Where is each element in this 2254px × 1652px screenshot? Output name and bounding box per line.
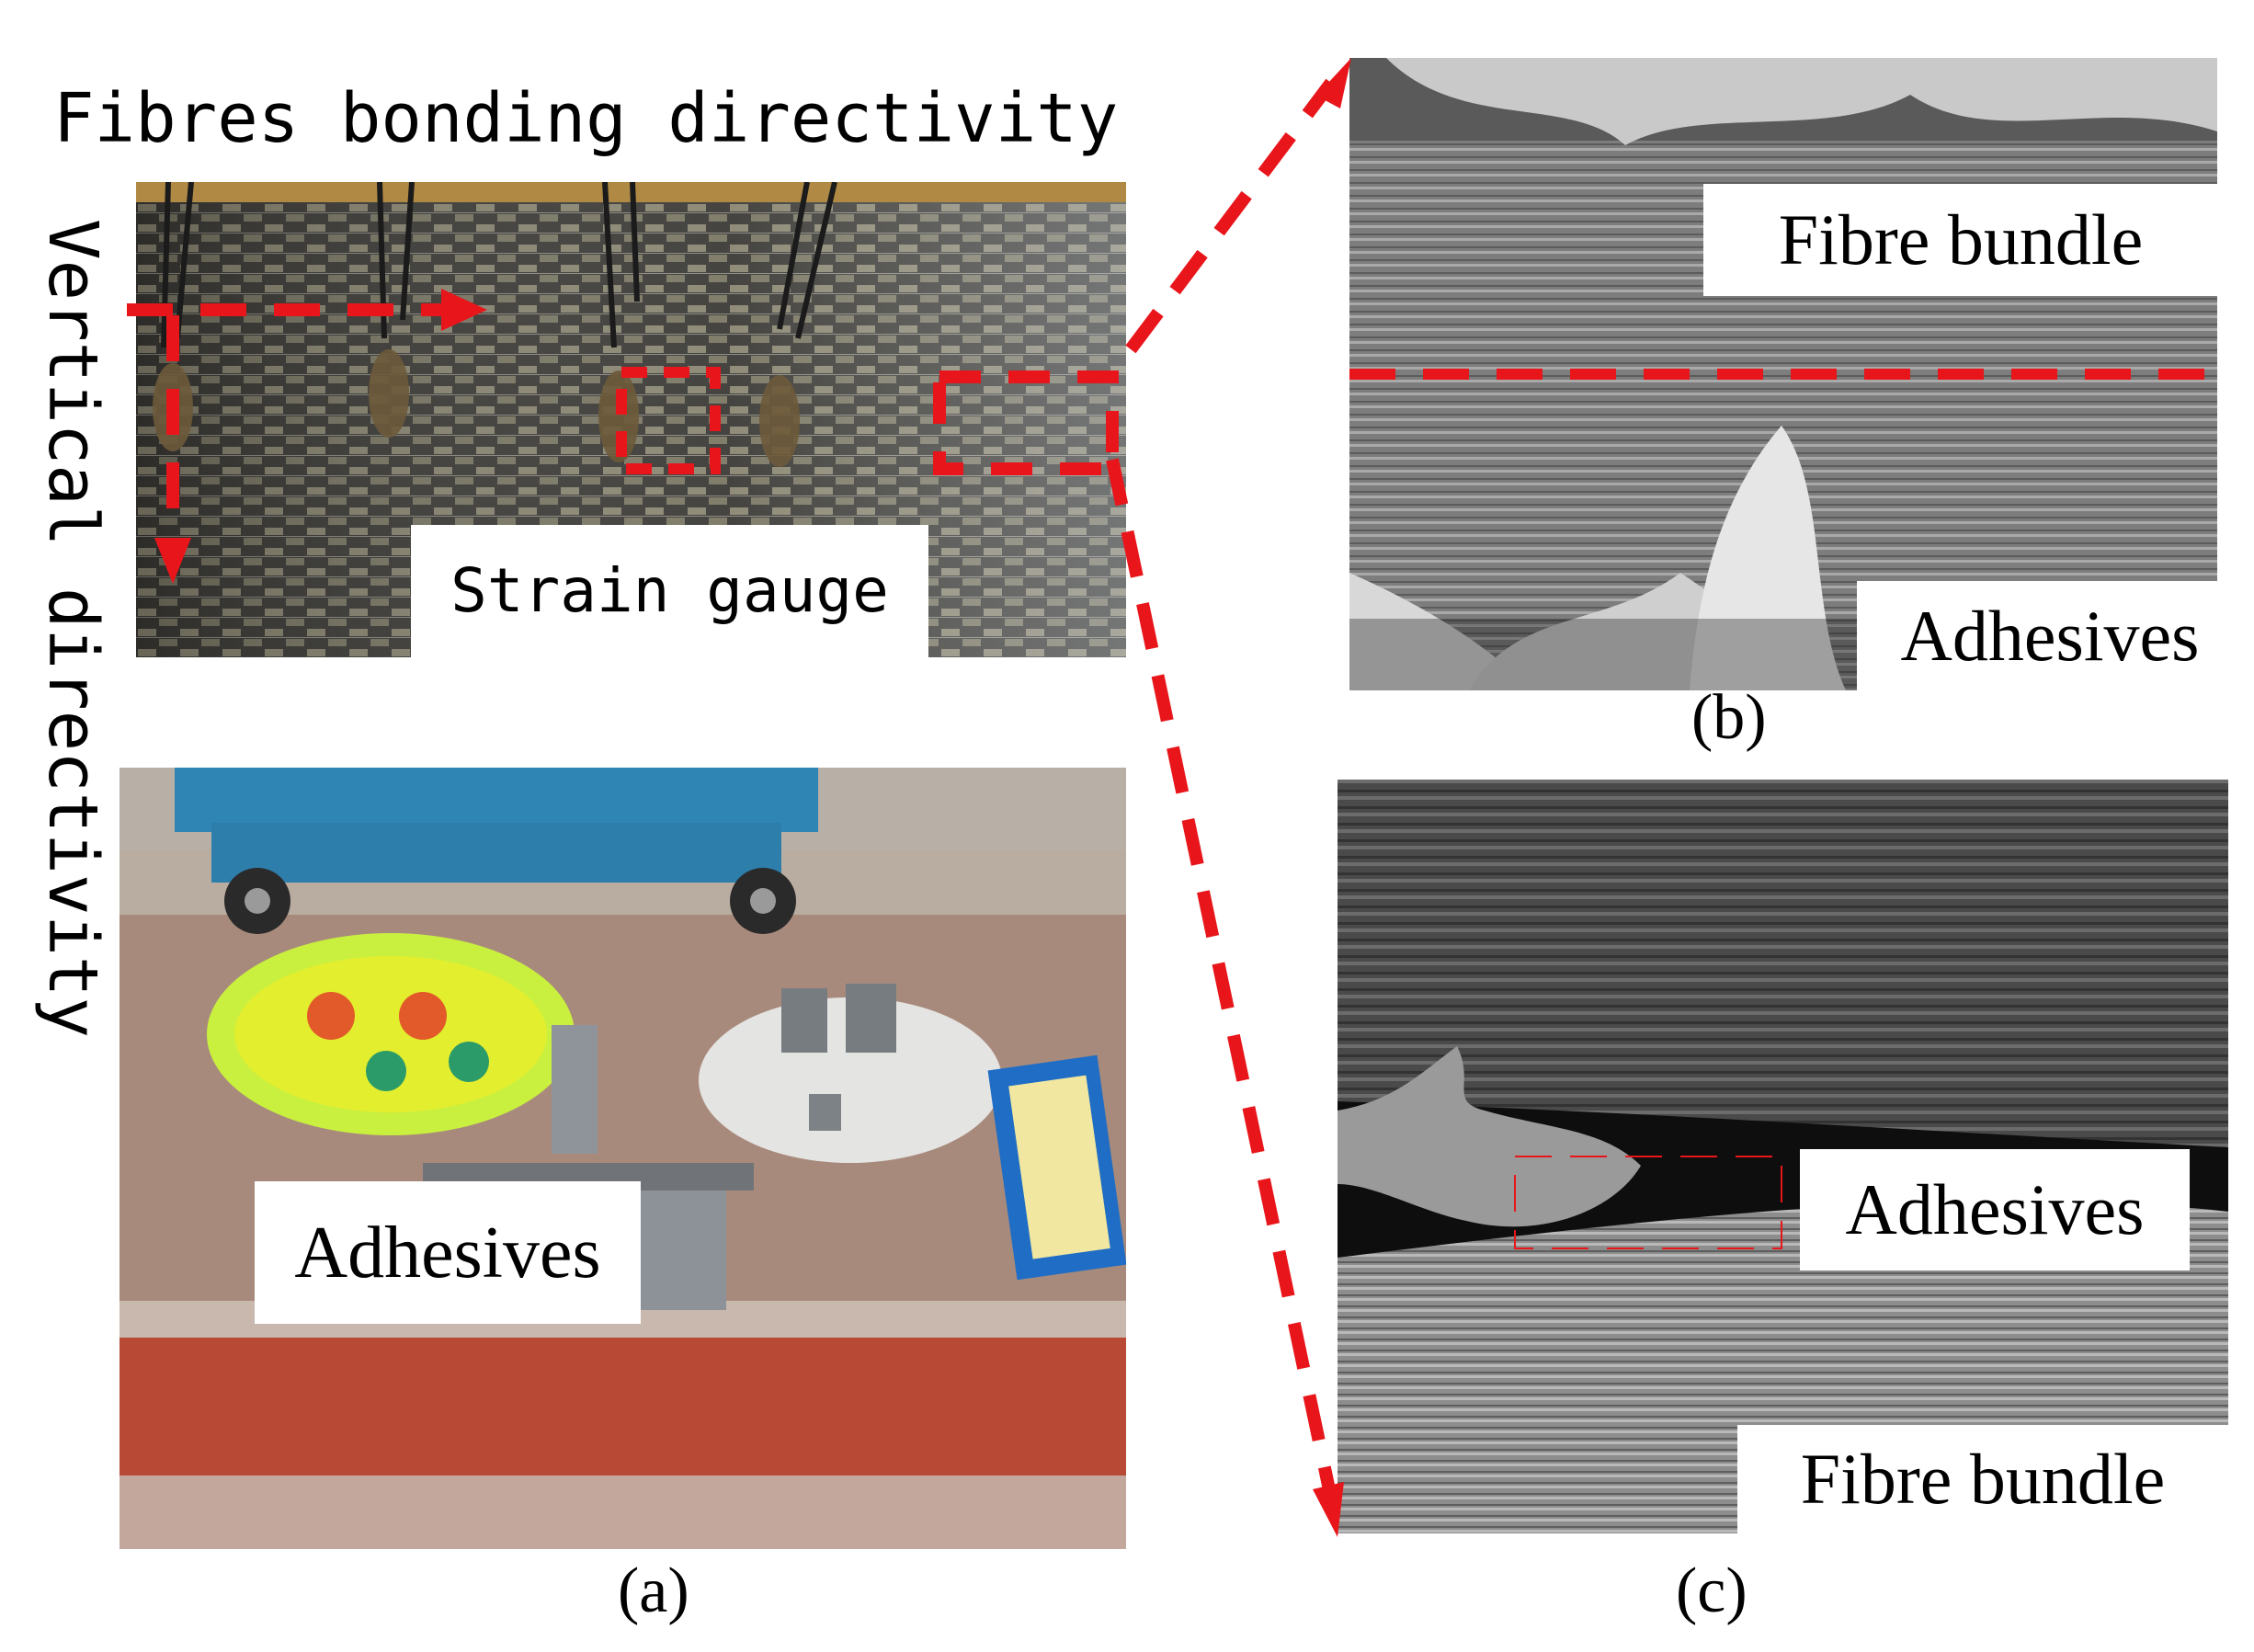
- fibre-bundle-label-b: Fibre bundle: [1703, 184, 2218, 296]
- adhesives-label-b: Adhesives: [1857, 581, 2243, 691]
- caption-b: (b): [1691, 682, 1767, 753]
- adhesives-photo: [120, 768, 1126, 1549]
- caption-c: (c): [1676, 1555, 1747, 1626]
- vertical-directivity-text: Vertical directivity: [33, 219, 112, 1039]
- adhesives-label-a: Adhesives: [255, 1181, 641, 1324]
- zoom-line-to-c: [1106, 458, 1338, 1500]
- vertical-directivity-title: Vertical directivity: [26, 219, 118, 1046]
- arrowhead-to-b: [1316, 58, 1351, 108]
- fibres-bonding-title: Fibres bonding directivity: [53, 79, 1119, 158]
- caption-a: (a): [618, 1555, 689, 1626]
- adhesives-label-c: Adhesives: [1800, 1149, 2190, 1270]
- fibre-bundle-label-c: Fibre bundle: [1737, 1425, 2228, 1533]
- strain-gauge-label: Strain gauge: [411, 525, 928, 657]
- zoom-line-to-b: [1125, 78, 1337, 354]
- adhesives-scene-image: [120, 768, 1126, 1549]
